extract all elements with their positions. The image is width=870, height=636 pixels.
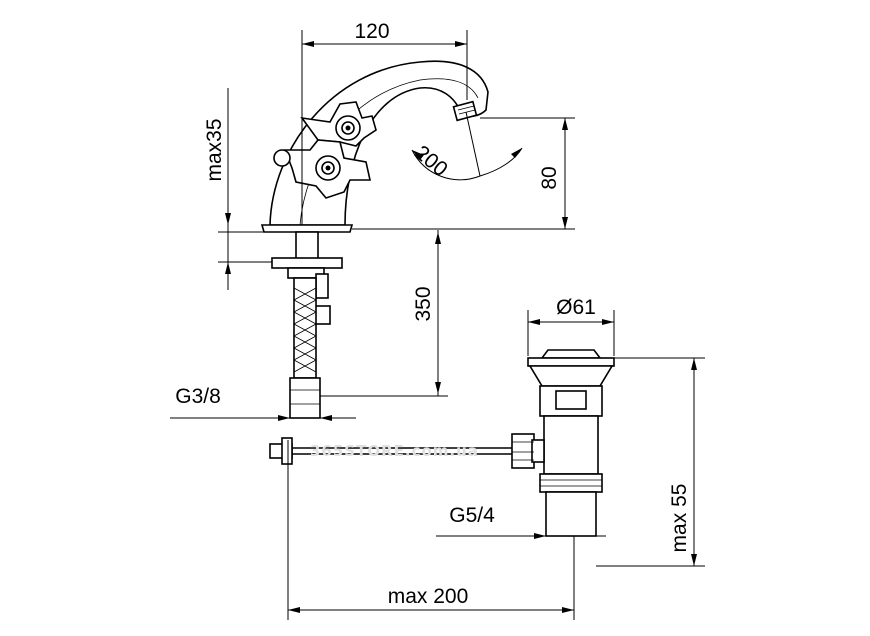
dimension-waste-diameter: Ø61 <box>527 296 615 356</box>
label-hose-length: 350 <box>412 286 435 321</box>
dimension-spout-height: 80 <box>352 117 575 230</box>
label-spout-height: 80 <box>538 166 561 189</box>
cross-handle-back <box>300 101 377 147</box>
label-spout-reach: 120 <box>354 20 389 43</box>
dimension-spout-reach: 120 <box>301 20 468 225</box>
label-rod-length: max 200 <box>388 585 469 608</box>
label-body-height: max35 <box>203 118 226 181</box>
cross-handle-front <box>273 139 371 199</box>
dimension-rotation: 200 <box>410 111 523 181</box>
dimension-hose-length: 350 <box>320 230 448 397</box>
dimension-body-height: max35 <box>203 88 340 290</box>
label-waste-height: max 55 <box>668 484 691 553</box>
label-waste-thread: G5/4 <box>449 504 495 527</box>
label-rotation: 200 <box>410 141 452 181</box>
watermark-text: 365STORE.com.ua <box>310 442 479 460</box>
label-inlet-thread: G3/8 <box>175 385 221 408</box>
dimension-waste-height: max 55 <box>596 357 705 567</box>
faucet-body <box>260 60 489 233</box>
lift-rod <box>269 437 512 465</box>
dimension-inlet-thread: G3/8 <box>170 385 356 421</box>
dimension-waste-thread: G5/4 <box>436 504 606 539</box>
label-waste-diameter: Ø61 <box>556 296 596 319</box>
supply-hose <box>271 231 343 419</box>
dimension-rod-length: max 200 <box>287 440 575 620</box>
pop-up-waste <box>511 349 615 537</box>
